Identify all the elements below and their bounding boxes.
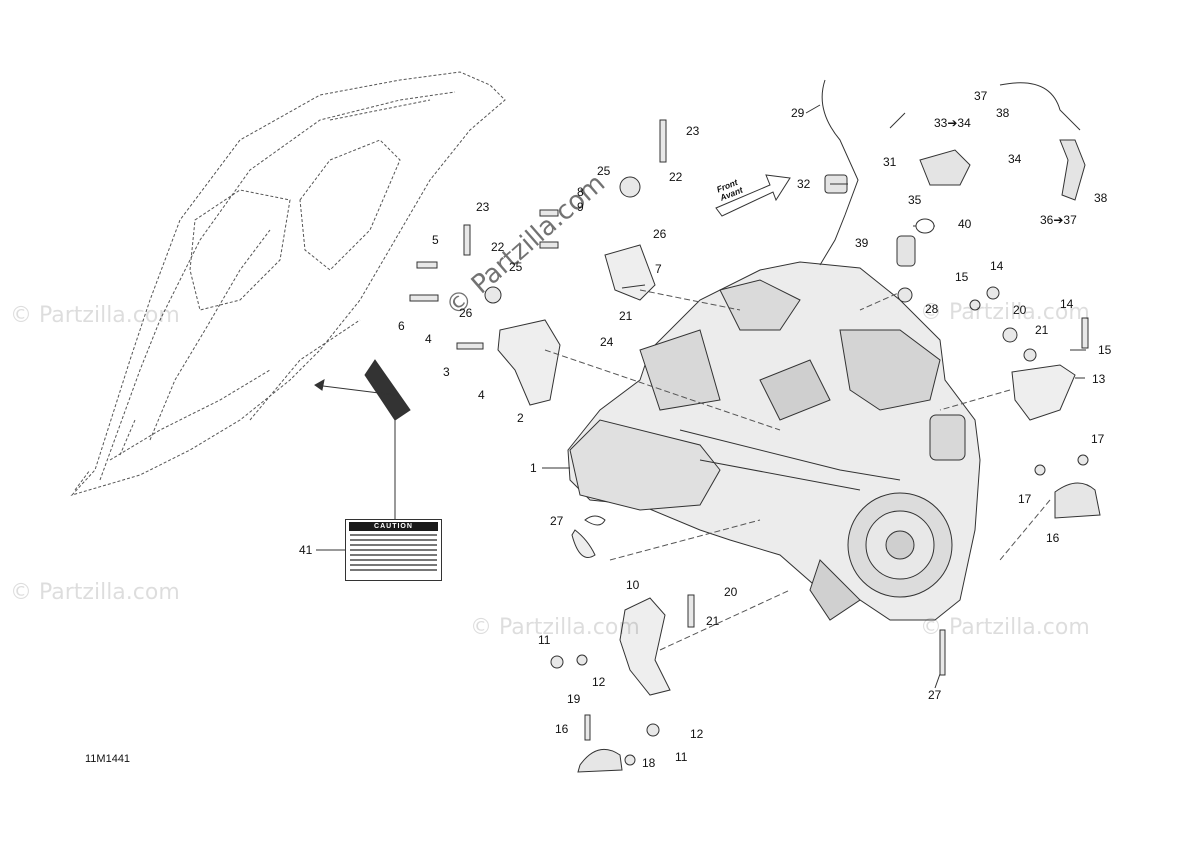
callout-22: 22	[669, 170, 683, 184]
callout-25: 25	[597, 164, 611, 178]
bracket-36	[1059, 139, 1086, 201]
callout-38: 38	[1094, 191, 1108, 205]
callout-22: 22	[491, 240, 505, 254]
callout-12: 12	[690, 727, 704, 741]
callout-14: 14	[990, 259, 1004, 273]
callout-2: 2	[517, 411, 524, 425]
vehicle-body-outline	[70, 71, 506, 496]
callout-35: 35	[908, 193, 922, 207]
plate-7	[604, 244, 656, 301]
figure-code: 11M1441	[85, 753, 131, 765]
callout-15: 15	[955, 270, 969, 284]
arrow-to-body	[314, 384, 396, 396]
callout-31: 31	[883, 155, 897, 169]
callout-3: 3	[443, 365, 450, 379]
callout-16: 16	[555, 722, 569, 736]
callout-12: 12	[592, 675, 606, 689]
callout-27: 27	[550, 514, 564, 528]
caution-heading: CAUTION	[349, 522, 438, 531]
caution-text-line	[350, 554, 437, 556]
callout-38: 38	[996, 106, 1010, 120]
watermark: © Partzilla.com	[920, 300, 1090, 325]
callout-21: 21	[1035, 323, 1049, 337]
callout-20: 20	[724, 585, 738, 599]
callout-4: 4	[425, 332, 432, 346]
engine-assembly	[567, 261, 981, 621]
callout-9: 9	[577, 200, 584, 214]
caution-text-line	[350, 534, 437, 536]
callout-11: 11	[675, 750, 688, 764]
callout-19: 19	[567, 692, 581, 706]
watermark: © Partzilla.com	[920, 615, 1090, 640]
callout-1: 1	[530, 461, 537, 475]
callout-41: 41	[299, 543, 313, 557]
caution-text-line	[350, 539, 437, 541]
callout-26: 26	[459, 306, 473, 320]
callout-23: 23	[476, 200, 490, 214]
clip-27	[571, 529, 596, 558]
callout-20: 20	[1013, 303, 1027, 317]
callout-15: 15	[1098, 343, 1112, 357]
callout-7: 7	[655, 262, 662, 276]
bracket-10	[619, 597, 671, 696]
callout-14: 14	[1060, 297, 1074, 311]
callout-33: 33➔34	[934, 116, 971, 130]
callout-21: 21	[706, 614, 720, 628]
callout-13: 13	[1092, 372, 1106, 386]
cable-37	[999, 82, 1081, 131]
callout-36: 36➔37	[1040, 213, 1077, 227]
callout-6: 6	[398, 319, 405, 333]
callout-17: 17	[1018, 492, 1032, 506]
caution-text-line	[350, 559, 437, 561]
watermark: © Partzilla.com	[10, 580, 180, 605]
callout-18: 18	[642, 756, 656, 770]
clip-27b	[584, 515, 606, 526]
bracket-13	[1011, 364, 1076, 421]
mount-16-left	[577, 748, 623, 773]
caution-text-line	[350, 564, 437, 566]
callout-32: 32	[797, 177, 811, 191]
callout-21: 21	[619, 309, 633, 323]
callout-37: 37	[974, 89, 988, 103]
mount-bracket-2	[497, 319, 561, 406]
callout-4: 4	[478, 388, 485, 402]
watermark: © Partzilla.com	[470, 615, 640, 640]
callout-10: 10	[626, 578, 640, 592]
callout-17: 17	[1091, 432, 1105, 446]
callout-5: 5	[432, 233, 439, 247]
callout-11: 11	[538, 633, 551, 647]
callout-34: 34	[1008, 152, 1022, 166]
bracket-35	[919, 149, 971, 186]
watermark: © Partzilla.com	[10, 303, 180, 328]
caution-label: CAUTION	[345, 519, 442, 581]
callout-29: 29	[791, 106, 805, 120]
mount-16-right	[1054, 482, 1101, 519]
callout-25: 25	[509, 260, 523, 274]
front-direction-arrow	[715, 174, 791, 217]
cable-29	[819, 79, 859, 266]
callout-26: 26	[653, 227, 667, 241]
caution-text-line	[350, 544, 437, 546]
callout-40: 40	[958, 217, 972, 231]
callout-16: 16	[1046, 531, 1060, 545]
callout-24: 24	[600, 335, 614, 349]
callout-23: 23	[686, 124, 700, 138]
label-41-sticker	[364, 359, 411, 421]
callout-39: 39	[855, 236, 869, 250]
callout-27: 27	[928, 688, 942, 702]
callout-28: 28	[925, 302, 939, 316]
callout-8: 8	[577, 185, 584, 199]
caution-text-line	[350, 549, 437, 551]
caution-text-line	[350, 569, 437, 571]
